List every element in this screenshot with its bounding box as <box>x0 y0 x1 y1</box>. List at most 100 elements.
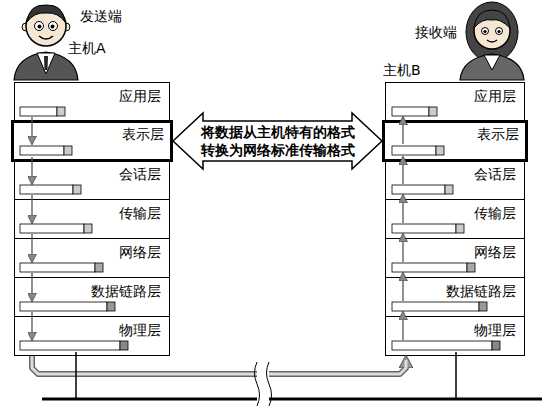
header-block <box>429 107 437 116</box>
layer-box: 传输层 <box>14 199 170 239</box>
connector <box>32 356 406 374</box>
break-mark <box>267 362 272 406</box>
header-block <box>57 107 65 116</box>
layer-name: 网络层 <box>474 244 516 260</box>
flow-arrow <box>31 273 32 301</box>
layer-box: 应用层 <box>385 82 525 122</box>
data-bar <box>392 302 479 311</box>
connector <box>32 157 33 184</box>
layer-name: 数据链路层 <box>91 283 161 299</box>
flow-arrow <box>402 195 403 223</box>
connector <box>32 312 33 340</box>
network-bus <box>42 398 542 401</box>
layer-name: 表示层 <box>477 126 519 142</box>
data-bar <box>20 263 95 272</box>
layer-box-highlight: 表示层 <box>382 120 528 162</box>
header-block <box>107 302 115 311</box>
layer-box: 传输层 <box>385 199 525 239</box>
header-block <box>492 341 500 350</box>
connector <box>403 195 404 223</box>
header-block <box>479 302 487 311</box>
layer-name: 数据链路层 <box>446 283 516 299</box>
layer-name: 物理层 <box>474 322 516 338</box>
layer-name: 会话层 <box>119 166 161 182</box>
flow-arrow <box>31 157 32 184</box>
header-block <box>120 341 128 350</box>
bus-stub <box>75 352 77 399</box>
connector <box>32 117 33 144</box>
data-bar <box>20 302 107 311</box>
data-bar <box>20 146 64 155</box>
layer-box: 应用层 <box>14 82 170 122</box>
data-bar <box>392 146 436 155</box>
header-block <box>84 224 92 233</box>
suit <box>460 54 524 80</box>
mouth <box>39 36 53 39</box>
arrow-caption: 将数据从主机特有的格式 转换为网络标准传输格式 <box>198 123 358 159</box>
connector <box>403 157 404 184</box>
layer-name: 应用层 <box>119 88 161 104</box>
flow-arrow <box>31 234 32 262</box>
layer-box: 网络层 <box>385 238 525 278</box>
flow-arrow <box>402 117 403 144</box>
flow-arrow <box>402 234 403 262</box>
break-mark <box>255 362 260 406</box>
data-bar <box>392 263 467 272</box>
connector <box>403 312 404 340</box>
flow-arrow <box>31 312 32 340</box>
data-bars-b <box>392 107 500 350</box>
data-bar <box>20 107 57 116</box>
layer-name: 网络层 <box>119 244 161 260</box>
eye <box>482 28 489 35</box>
flow-arrow <box>402 273 403 301</box>
eye <box>49 22 58 31</box>
layer-box-highlight: 表示层 <box>11 120 173 162</box>
layer-name: 物理层 <box>119 322 161 338</box>
header-block <box>73 185 81 194</box>
layer-name: 传输层 <box>119 205 161 221</box>
header-block <box>445 185 453 194</box>
header-block <box>467 263 475 272</box>
cable <box>32 356 406 374</box>
data-bar <box>20 224 84 233</box>
eye <box>35 22 44 31</box>
host-name: 主机B <box>383 62 421 78</box>
tie <box>44 56 48 70</box>
pupil <box>483 30 486 33</box>
connector <box>403 117 404 144</box>
suit <box>14 52 78 80</box>
connector <box>32 234 33 262</box>
collar <box>484 55 500 70</box>
layer-name: 传输层 <box>474 205 516 221</box>
fringe <box>474 10 510 28</box>
flow-arrow <box>402 312 403 340</box>
data-bar <box>20 341 120 350</box>
layer-name: 会话层 <box>474 166 516 182</box>
eye <box>496 28 503 35</box>
connector <box>403 273 404 301</box>
flow-arrow <box>31 117 32 144</box>
hair <box>466 2 518 62</box>
data-bar <box>392 185 445 194</box>
data-bar <box>392 107 429 116</box>
data-bar <box>20 185 73 194</box>
hair <box>27 5 65 22</box>
flow-arrow <box>402 157 403 184</box>
layer-box: 物理层 <box>14 316 170 356</box>
connector <box>32 273 33 301</box>
flow-arrow <box>31 195 32 223</box>
host-name: 主机A <box>68 40 106 56</box>
data-bar <box>392 224 456 233</box>
receiver-figure <box>460 2 524 80</box>
layer-box: 会话层 <box>385 160 525 200</box>
header-block <box>436 146 444 155</box>
bus-stub <box>455 352 457 399</box>
connector <box>173 113 382 169</box>
cable-core <box>32 356 406 374</box>
layer-name: 表示层 <box>122 126 164 142</box>
pupil <box>38 25 42 29</box>
pupil <box>51 25 55 29</box>
header-block <box>95 263 103 272</box>
